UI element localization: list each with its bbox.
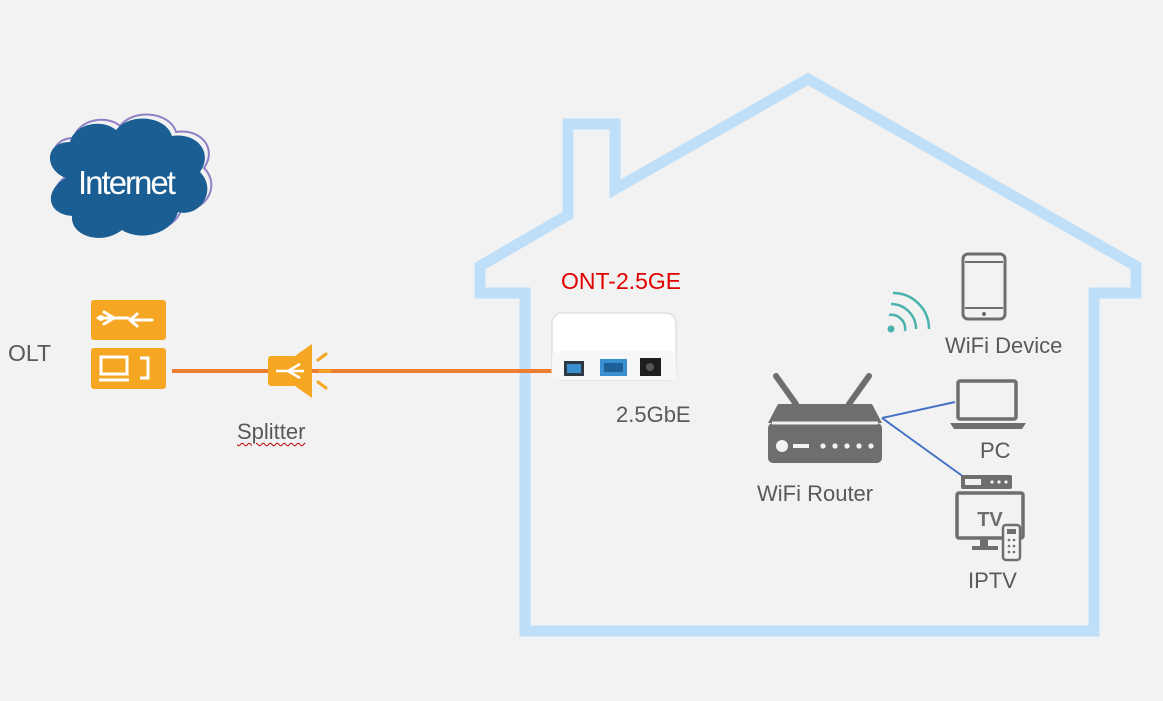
remote-control-icon bbox=[1001, 523, 1022, 562]
wifi-device-label: WiFi Device bbox=[945, 333, 1063, 358]
lan-cable-iptv bbox=[881, 417, 969, 481]
internet-cloud-icon bbox=[49, 113, 213, 238]
splitter-label-container: Splitter bbox=[237, 419, 305, 445]
ont-pon-port-icon bbox=[600, 359, 627, 376]
house-outline bbox=[474, 72, 1142, 637]
olt-label: OLT bbox=[8, 340, 52, 366]
splitter-icon bbox=[268, 344, 332, 398]
pc-label: PC bbox=[980, 438, 1011, 463]
olt-icon bbox=[91, 300, 166, 389]
wifi-router-icon bbox=[768, 373, 882, 463]
ont-label: ONT-2.5GE bbox=[561, 268, 682, 294]
port-speed-label: 2.5GbE bbox=[616, 402, 691, 427]
wifi-router-label: WiFi Router bbox=[757, 481, 874, 506]
lan-cable-pc bbox=[881, 401, 956, 419]
internet-label: Internet bbox=[78, 164, 176, 201]
ont-power-port-icon bbox=[640, 358, 661, 376]
ont-ethernet-port-icon bbox=[564, 361, 584, 376]
tv-screen-text: TV bbox=[977, 509, 1003, 531]
tv-icon: TV bbox=[955, 491, 1025, 550]
ont-device-icon bbox=[551, 312, 677, 381]
laptop-icon bbox=[950, 379, 1026, 429]
iptv-label: IPTV bbox=[968, 568, 1017, 593]
splitter-label: Splitter bbox=[237, 419, 306, 444]
set-top-box-icon bbox=[961, 475, 1012, 489]
smartphone-icon bbox=[961, 252, 1007, 321]
wifi-signal-icon bbox=[887, 291, 931, 333]
